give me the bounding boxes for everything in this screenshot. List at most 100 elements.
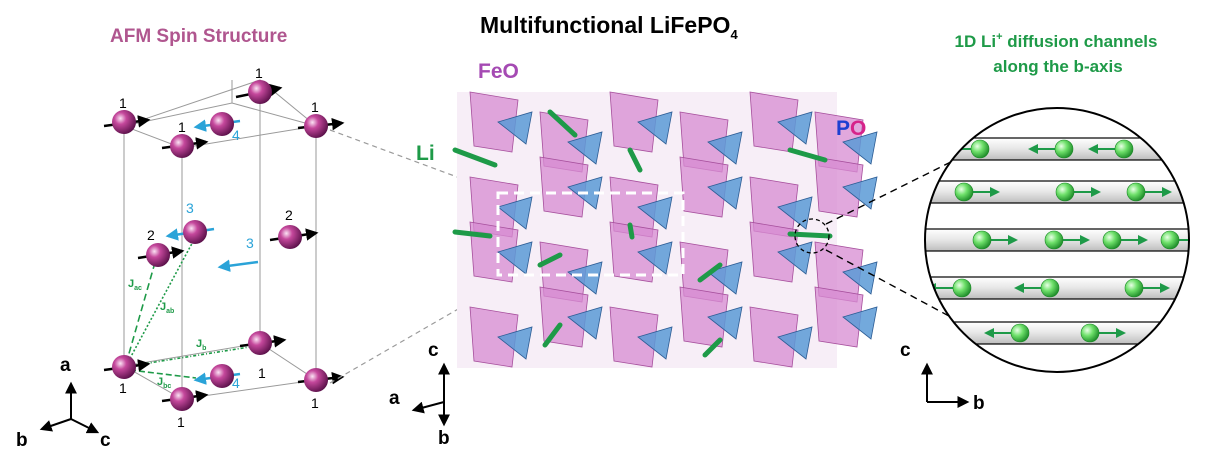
site-number: 1	[178, 119, 186, 135]
li-ion	[1054, 139, 1074, 159]
li-chain	[452, 147, 498, 168]
li-label: Li	[416, 142, 435, 165]
po-label: PO	[836, 117, 866, 140]
feo-octahedron	[469, 91, 519, 153]
site-number: 1	[258, 365, 266, 381]
spin-site-bottom-front	[161, 387, 209, 411]
feo-octahedron	[814, 286, 864, 348]
li-ion	[1114, 139, 1134, 159]
coupling-label-jab: Jab	[160, 301, 174, 315]
site-number-blue: 4	[232, 375, 240, 391]
diffusion-title-line2: along the b-axis	[993, 57, 1122, 76]
crystal-structure	[452, 91, 878, 368]
po-tetrahedron	[497, 326, 533, 360]
po-tetrahedron	[637, 196, 673, 230]
afm-unit-cell	[122, 80, 318, 400]
po-tetrahedron	[842, 261, 878, 295]
axis-label-b: b	[973, 393, 985, 414]
li-chain	[702, 337, 723, 358]
diffusion-channels-panel	[924, 107, 1190, 373]
li-chain	[452, 229, 493, 239]
spin-site-bottom-back	[239, 331, 287, 355]
li-ion	[1044, 230, 1064, 250]
channel-rows	[925, 137, 1189, 345]
li-ion	[972, 230, 992, 250]
li-ion	[1124, 278, 1144, 298]
li-ion	[1040, 278, 1060, 298]
site-number: 1	[311, 99, 319, 115]
li-chain	[787, 147, 828, 163]
polyhedra	[452, 91, 878, 368]
spin-site-3-left	[165, 220, 215, 244]
po-tetrahedron	[497, 111, 533, 145]
site-number: 2	[147, 227, 155, 243]
feo-octahedron	[814, 156, 864, 218]
li-chain	[627, 147, 643, 173]
po-tetrahedron	[567, 261, 603, 295]
po-tetrahedron	[707, 131, 743, 165]
site-number: 1	[119, 95, 127, 111]
site-number-blue: 3	[186, 200, 194, 216]
li-ion	[1055, 182, 1075, 202]
spin-site-top-back	[235, 80, 283, 104]
zoom-lines-left	[329, 129, 461, 384]
spin-site-3-right	[217, 259, 259, 272]
feo-octahedron	[609, 91, 659, 153]
axes-triad-right	[921, 362, 970, 408]
li-ion	[970, 139, 990, 159]
feo-octahedron	[749, 221, 799, 283]
axis-label-b: b	[438, 428, 450, 449]
axes-triad-middle	[411, 362, 450, 427]
spin-site-bottom-right	[297, 368, 345, 392]
spin-structure-title: AFM Spin Structure	[110, 26, 287, 47]
li-ion	[1160, 230, 1180, 250]
axis-label-b: b	[16, 430, 28, 450]
po-tetrahedron	[777, 326, 813, 360]
spin-site-2-right	[269, 225, 319, 249]
po-tetrahedron	[497, 196, 533, 230]
po-tetrahedron	[842, 176, 878, 210]
feo-octahedron	[539, 156, 589, 218]
highlight-box	[496, 191, 685, 277]
axis-label-c: c	[428, 340, 439, 361]
li-chain	[787, 231, 833, 239]
axis-label-a: a	[60, 355, 71, 376]
site-number: 2	[285, 207, 293, 223]
axis-label-a: a	[389, 388, 400, 409]
po-tetrahedron	[637, 326, 673, 360]
li-chain	[547, 109, 578, 138]
site-number: 1	[311, 395, 319, 411]
li-chain	[697, 262, 723, 283]
po-tetrahedron	[707, 306, 743, 340]
spin-site-4-bottom	[193, 364, 241, 388]
po-tetrahedron	[842, 131, 878, 165]
feo-octahedron	[749, 306, 799, 368]
po-tetrahedron	[842, 306, 878, 340]
spin-site-bottom-left	[103, 355, 151, 379]
site-number: 1	[255, 65, 263, 81]
po-tetrahedron	[497, 241, 533, 275]
feo-octahedron	[609, 221, 659, 283]
li-ion	[1126, 182, 1146, 202]
site-number-blue: 3	[246, 235, 254, 251]
site-number: 1	[119, 380, 127, 396]
spin-site-2-left	[137, 243, 185, 267]
axis-label-c: c	[100, 430, 111, 450]
axes-triad-left	[39, 381, 100, 434]
po-tetrahedron	[567, 131, 603, 165]
li-chain	[627, 222, 635, 240]
li-ion	[1010, 323, 1030, 343]
po-tetrahedron	[567, 306, 603, 340]
po-tetrahedron	[637, 111, 673, 145]
site-number: 1	[177, 414, 185, 430]
li-ion	[952, 278, 972, 298]
li-ion	[954, 182, 974, 202]
spin-site-4-top	[193, 112, 241, 136]
li-ion	[1080, 323, 1100, 343]
coupling-label-jac: Jac	[128, 278, 142, 292]
po-tetrahedron	[707, 176, 743, 210]
diffusion-title-line1: 1D Li+ diffusion channels	[955, 31, 1158, 51]
li-chain	[542, 322, 563, 348]
spin-site-top-right	[297, 114, 345, 138]
diffusion-channel	[925, 321, 1189, 345]
